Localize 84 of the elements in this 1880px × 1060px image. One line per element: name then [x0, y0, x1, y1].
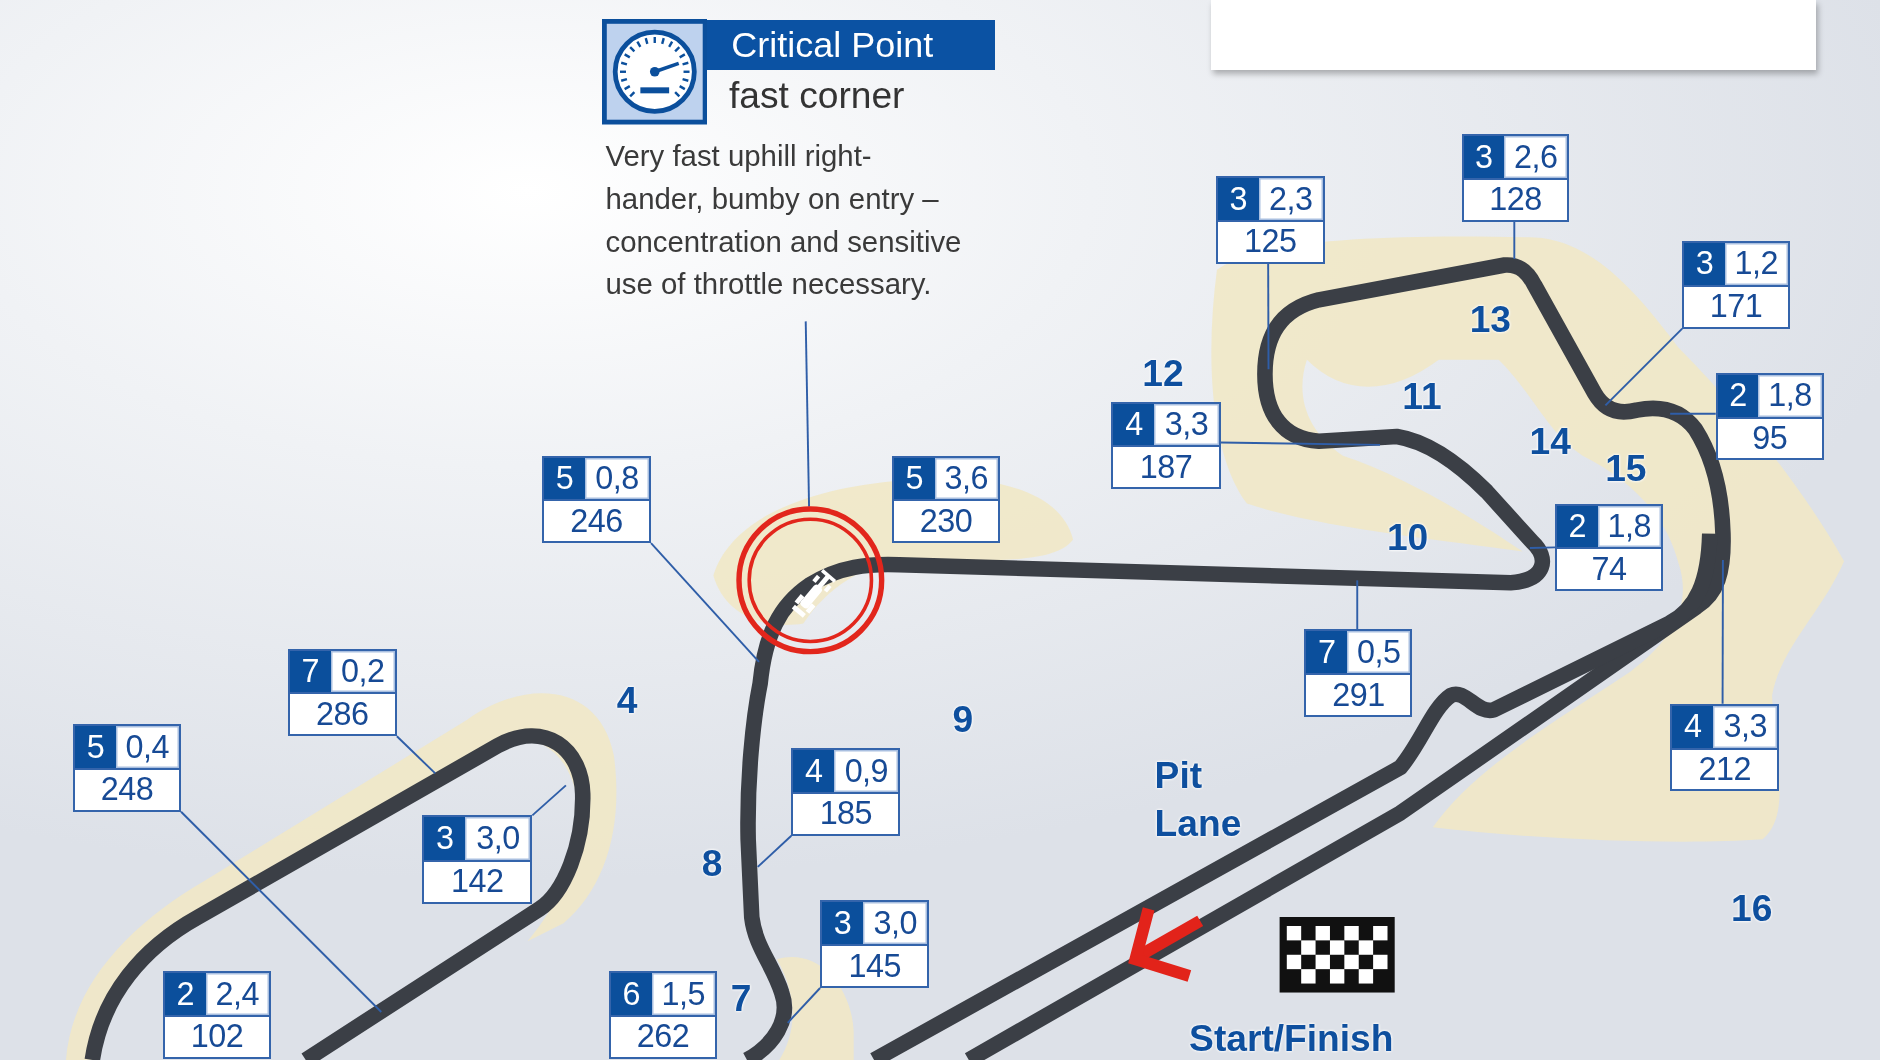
gear-number: 3	[1684, 243, 1725, 285]
leader-line	[180, 810, 383, 1013]
decimal-value: 3,6	[934, 457, 998, 500]
leader-line	[1721, 559, 1724, 705]
decimal-value: 0,2	[330, 650, 395, 693]
data-box	[541, 455, 652, 544]
decimal-value: 2,6	[1504, 136, 1568, 179]
start-finish-label: Start/Finish	[1189, 1017, 1394, 1059]
description-text: Very fast uphill right-hander, bumby on entry – concentration and sensitive use of throttle necessary.	[605, 138, 963, 303]
decimal-value: 2,4	[205, 973, 269, 1015]
decimal-value: 1,2	[1724, 243, 1789, 285]
data-box	[1555, 503, 1663, 592]
gear-number: 3	[822, 902, 864, 945]
data-box	[1682, 241, 1791, 329]
gear-number: 2	[1557, 505, 1598, 548]
turn-number: 4	[616, 679, 638, 721]
turn-number: 14	[1529, 420, 1571, 462]
gear-number: 5	[894, 457, 935, 500]
leader-line	[1267, 262, 1270, 371]
turn-number: 13	[1469, 298, 1511, 340]
gear-number: 2	[165, 973, 206, 1015]
decimal-value: 1,8	[1758, 374, 1822, 417]
critical-point-header: Critical Point	[707, 20, 996, 70]
decimal-value: 3,3	[1154, 403, 1219, 446]
leader-line	[1669, 412, 1717, 415]
turn-number: 9	[952, 698, 974, 740]
subtitle-text: fast corner	[728, 72, 905, 118]
decimal-value: 2,3	[1258, 178, 1323, 220]
leader-line	[531, 784, 567, 817]
decimal-value: 3,0	[465, 817, 531, 860]
data-box	[73, 724, 182, 812]
data-box	[422, 815, 533, 904]
decimal-value: 0,8	[584, 457, 650, 500]
leader-line	[1604, 327, 1684, 407]
gear-number: 3	[1217, 178, 1259, 220]
data-box	[892, 455, 1000, 544]
decimal-value: 0,9	[834, 750, 899, 792]
data-box	[1304, 629, 1413, 717]
gear-number: 7	[289, 650, 331, 693]
data-box	[287, 648, 397, 737]
decimal-value: 3,0	[863, 902, 928, 945]
data-box	[163, 971, 271, 1059]
turn-number: 15	[1605, 447, 1647, 489]
leader-line	[395, 735, 437, 775]
decimal-value: 3,3	[1713, 705, 1778, 748]
decimal-value: 0,4	[115, 726, 179, 768]
turn-number: 7	[730, 977, 752, 1018]
leader-line	[1513, 220, 1516, 260]
gear-number: 2	[1717, 374, 1759, 417]
turn-number: 11	[1402, 375, 1442, 417]
turn-number: 16	[1731, 887, 1773, 929]
gear-number: 3	[1463, 136, 1505, 179]
gear-number: 5	[75, 726, 116, 768]
data-box	[1715, 372, 1824, 461]
data-box	[820, 900, 930, 988]
turn-number: 12	[1142, 352, 1184, 394]
blank-card	[1210, 0, 1817, 70]
gear-number: 4	[793, 750, 835, 792]
leader-line	[1356, 579, 1359, 631]
decimal-value: 1,8	[1597, 505, 1661, 548]
gear-number: 4	[1672, 705, 1714, 748]
leader-line	[650, 542, 760, 663]
decimal-value: 0,5	[1347, 631, 1411, 674]
data-box	[791, 748, 901, 836]
data-box	[1461, 134, 1570, 222]
leader-line	[1219, 441, 1381, 446]
gear-number: 6	[611, 973, 652, 1015]
gear-number: 7	[1306, 631, 1347, 674]
leader-line	[1528, 546, 1557, 549]
data-box	[1111, 401, 1221, 490]
data-box	[1670, 703, 1780, 792]
leader-line	[804, 320, 811, 508]
turn-number: 10	[1386, 516, 1429, 558]
gear-number: 4	[1113, 403, 1155, 446]
data-box	[1215, 176, 1325, 264]
highlight-ring	[736, 505, 885, 655]
leader-line	[786, 987, 822, 1024]
turn-number: 8	[701, 842, 723, 884]
pit-lane-label: Pit Lane	[1154, 752, 1242, 846]
leader-line	[756, 834, 793, 868]
data-box	[609, 971, 717, 1059]
decimal-value: 1,5	[651, 973, 715, 1015]
gear-number: 3	[424, 817, 466, 860]
gear-number: 5	[543, 457, 585, 500]
